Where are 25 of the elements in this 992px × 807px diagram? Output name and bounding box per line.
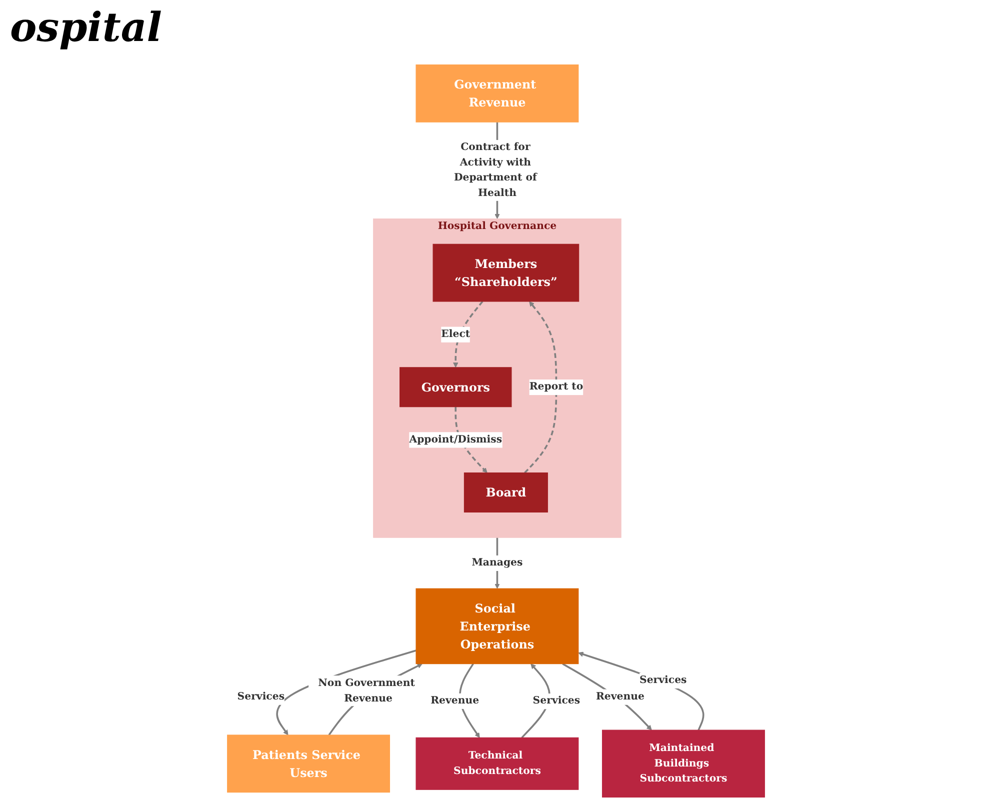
title: ospital xyxy=(10,4,162,51)
node-box: Technical Subcontractors xyxy=(416,737,579,790)
arrow xyxy=(562,663,652,730)
edge-label: Manages xyxy=(472,556,523,569)
edge-label: Services xyxy=(532,694,580,707)
arrow xyxy=(524,301,558,474)
node-box: Maintained Buildings Subcontractors xyxy=(602,730,765,798)
arrow xyxy=(454,406,488,474)
node-box: Social Enterprise Operations xyxy=(416,588,579,664)
edge-label: Appoint/Dismiss xyxy=(409,433,502,446)
edge-label: Services xyxy=(237,690,285,702)
edge-label: Services xyxy=(640,674,687,686)
edge-label: Revenue xyxy=(430,694,480,707)
edge-label: Revenue xyxy=(596,690,644,702)
node-box: Government Revenue xyxy=(416,64,579,122)
edge-label: Contract for Activity with Department of Health xyxy=(454,141,537,199)
node-box: Governors xyxy=(400,367,512,408)
edge-label: Report to xyxy=(529,380,584,393)
node-box: Patients Service Users xyxy=(227,734,390,793)
edge-label: Non Government Revenue xyxy=(318,676,415,704)
arrow xyxy=(453,300,484,368)
arrow xyxy=(578,652,704,730)
node-box: Board xyxy=(464,472,548,512)
edge-label: Elect xyxy=(441,328,470,340)
node-box: Members “Shareholders” xyxy=(432,244,580,302)
